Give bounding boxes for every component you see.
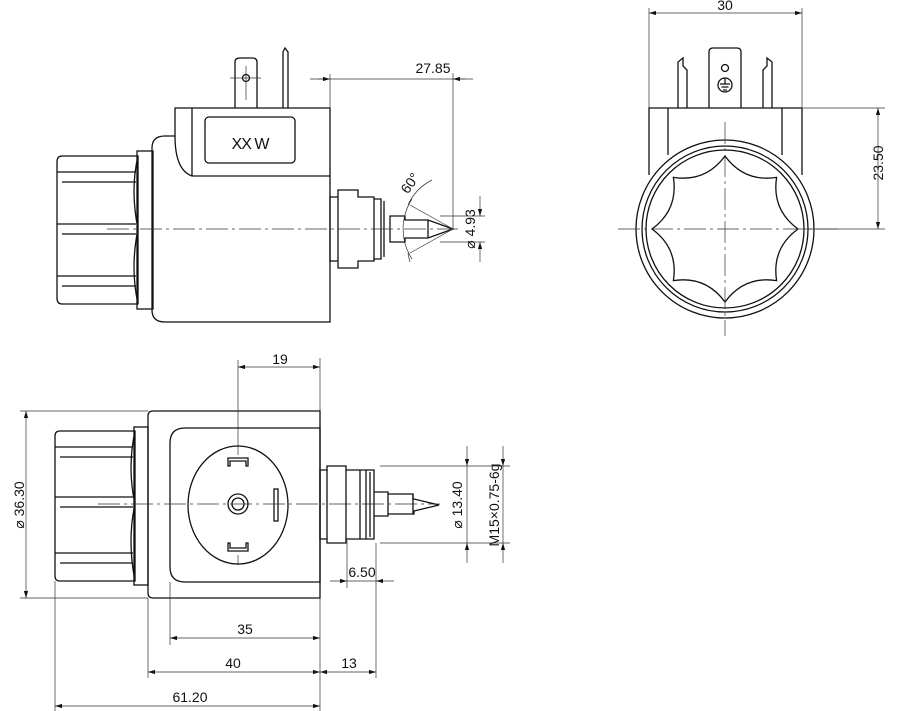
plunger [389, 215, 455, 243]
housing-top [174, 108, 330, 177]
dim-thread: M15×0.75-6g [486, 464, 502, 547]
front-view: 30 23.50 [618, 0, 886, 336]
dim-connector-offset: 19 [272, 351, 288, 367]
plunger [374, 491, 440, 517]
dim-tip-diameter: ⌀ 4.93 [462, 209, 478, 249]
knob [54, 430, 136, 582]
dim-nut-length: 13 [341, 655, 357, 671]
dim-angle: 60° [397, 170, 422, 197]
slot-side [273, 488, 279, 522]
label-plate [204, 116, 296, 164]
ground-pin [708, 47, 742, 108]
slot-bottom [227, 542, 249, 552]
connector-face [169, 427, 321, 583]
dim-center-height: 23.50 [870, 145, 886, 180]
housing [648, 107, 803, 175]
dim-outer-diameter: ⌀ 36.30 [11, 481, 27, 529]
flange [133, 426, 149, 586]
slot-top [227, 457, 249, 467]
dim-body-length: 40 [225, 655, 241, 671]
power-label: XX W [232, 136, 271, 153]
dim-nut-diameter: ⌀ 13.40 [449, 481, 465, 529]
coil-body [151, 107, 331, 323]
dim-width: 30 [717, 0, 733, 13]
nut [319, 465, 375, 544]
flange [136, 150, 154, 310]
knob [56, 155, 139, 305]
connector-socket [187, 445, 289, 565]
dim-inner-length: 35 [237, 621, 253, 637]
side-view: XX W 27.85 60° ⌀ 4.93 [56, 46, 485, 323]
dim-thread-length: 6.50 [348, 564, 375, 580]
coil-body [147, 410, 321, 599]
dim-spool-length: 27.85 [415, 60, 450, 76]
thin-pin [282, 46, 289, 108]
top-view: 19 ⌀ 36.30 ⌀ 13.40 M15×0.75-6g [11, 351, 510, 711]
dim-total-length: 61.20 [172, 689, 207, 705]
flat-pin [234, 57, 258, 108]
